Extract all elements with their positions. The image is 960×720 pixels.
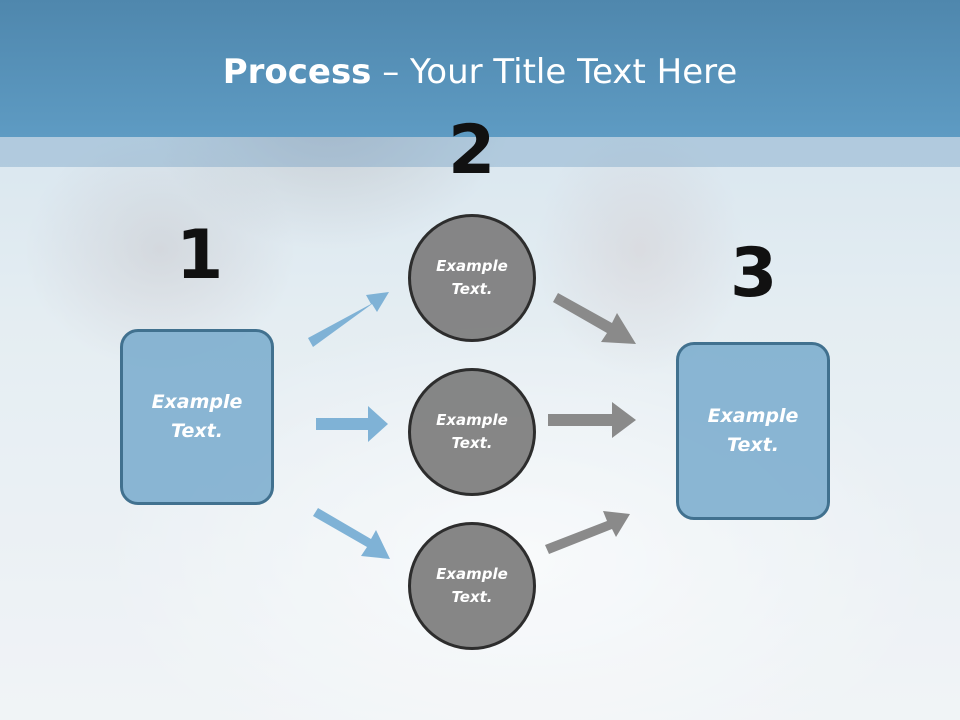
right-example-box: Example Text. (676, 342, 830, 520)
circle-3-line1: Example (436, 565, 508, 583)
circle-2-line1: Example (436, 411, 508, 429)
title-bar-band (0, 137, 960, 167)
left-example-box: Example Text. (120, 329, 274, 505)
circle-node-1: Example Text. (408, 214, 536, 342)
arrow-from-circle-2 (548, 402, 636, 438)
step-number-1: 1 (176, 216, 224, 295)
arrow-to-circle-2 (316, 406, 388, 442)
blue-arrows (308, 292, 390, 559)
title-bold: Process (222, 52, 372, 92)
circle-1-line2: Text. (451, 280, 493, 298)
right-box-line2: Text. (727, 434, 779, 456)
step-number-3: 3 (730, 234, 778, 313)
circle-2-line2: Text. (451, 434, 493, 452)
gray-arrows (545, 293, 636, 554)
arrow-from-circle-3 (545, 511, 630, 554)
right-box-line1: Example (707, 405, 799, 427)
slide-title: Process – Your Title Text Here (0, 52, 960, 92)
arrow-to-circle-1 (308, 292, 389, 347)
arrow-from-circle-1 (553, 293, 636, 344)
left-box-line1: Example (151, 391, 243, 413)
circle-1-line1: Example (436, 257, 508, 275)
arrow-to-circle-3 (313, 508, 390, 559)
circle-node-3: Example Text. (408, 522, 536, 650)
title-bar (0, 0, 960, 137)
circle-node-2: Example Text. (408, 368, 536, 496)
step-number-2: 2 (448, 111, 496, 190)
left-box-line2: Text. (171, 420, 223, 442)
circle-3-line2: Text. (451, 588, 493, 606)
title-rest: – Your Title Text Here (371, 52, 738, 92)
